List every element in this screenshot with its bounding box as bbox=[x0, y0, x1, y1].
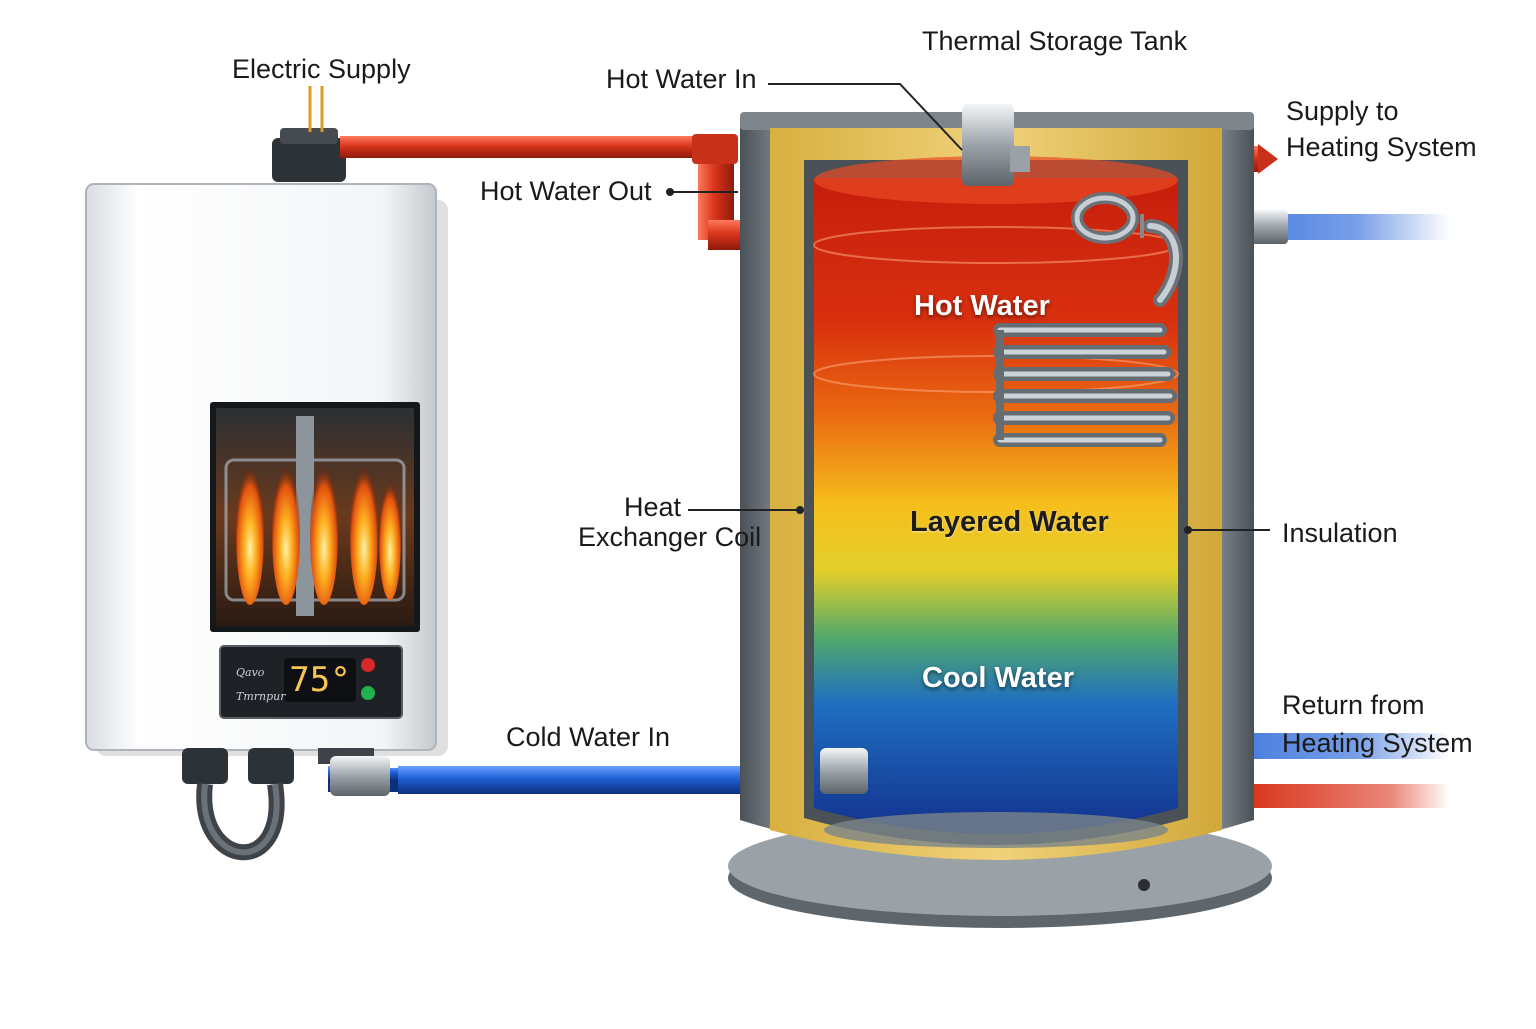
heater-brand-top: Qavo bbox=[236, 666, 265, 679]
cold-water-pipe bbox=[398, 766, 778, 794]
heat-exchanger-coil bbox=[1071, 192, 1183, 307]
heat-exchanger-line2: Exchanger Coil bbox=[578, 522, 762, 552]
return-from-heating-line1: Return from bbox=[1282, 690, 1425, 720]
coil-rings bbox=[993, 323, 1177, 447]
temperature-display: 75° bbox=[284, 658, 356, 702]
hot-water-out-label: Hot Water Out bbox=[480, 176, 652, 206]
hot-water-in-label: Hot Water In bbox=[606, 64, 757, 94]
insulation-label: Insulation bbox=[1282, 518, 1398, 548]
supply-to-heating-line1: Supply to bbox=[1286, 96, 1399, 126]
return-from-heating-line2: Heating System bbox=[1282, 728, 1473, 758]
supply-to-heating-line2: Heating System bbox=[1286, 132, 1477, 162]
heat-exchanger-line1: Heat bbox=[624, 492, 682, 522]
electric-supply-label: Electric Supply bbox=[232, 54, 411, 84]
water-heater-unit bbox=[85, 86, 448, 861]
cold-water-in-label: Cold Water In bbox=[506, 722, 671, 752]
stratified-water bbox=[814, 178, 1178, 834]
diagram-title: Thermal Storage Tank bbox=[922, 26, 1188, 56]
layered-water-zone-label: Layered Water bbox=[910, 506, 1109, 538]
status-light-green-icon bbox=[361, 686, 375, 700]
hot-supply-pipe bbox=[340, 136, 710, 158]
hot-water-zone-label: Hot Water bbox=[914, 290, 1050, 322]
cool-water-zone-label: Cool Water bbox=[922, 662, 1074, 694]
heater-brand-bottom: Tmrnpur bbox=[236, 690, 286, 703]
status-light-red-icon bbox=[361, 658, 375, 672]
leader-lines bbox=[666, 83, 1270, 534]
thermal-storage-tank bbox=[728, 104, 1272, 928]
